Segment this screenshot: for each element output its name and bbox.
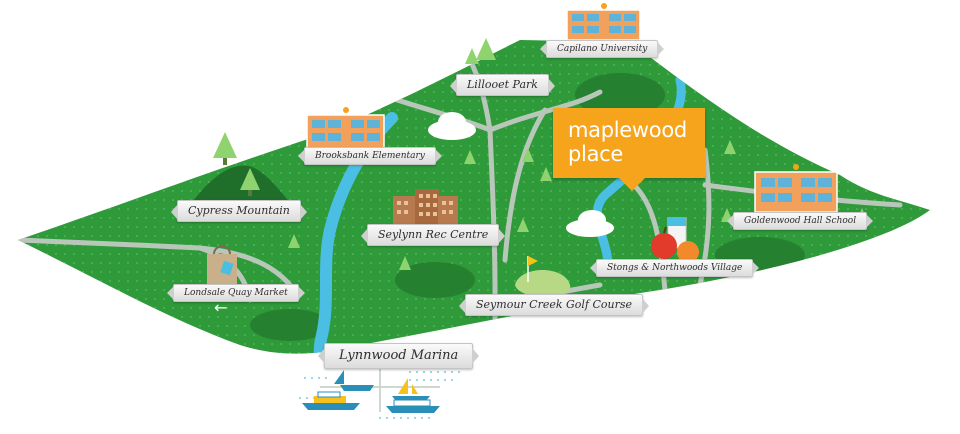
label-lonsdale-quay-market[interactable]: Londsale Quay Market [167,284,305,302]
ferry-icon [386,399,440,413]
ferry-icon [302,391,360,410]
label-lillooet-park[interactable]: Lillooet Park [450,74,555,96]
hill-shape [250,309,330,341]
hill-shape [575,73,665,117]
label-strongs-northwoods-village[interactable]: Stongs & Northwoods Village [589,259,760,277]
school-building-icon [566,3,641,41]
hill-shape [395,262,475,298]
school-building-icon [754,164,838,213]
mountain-icon [190,165,292,205]
label-cypress-mountain[interactable]: Cypress Mountain [171,200,307,222]
maplewood-place-callout[interactable]: maplewood place [553,108,705,191]
sailboat-icon [392,378,430,402]
label-seymour-creek-golf-course[interactable]: Seymour Creek Golf Course [458,294,650,316]
label-seylynn-rec-centre[interactable]: Seylynn Rec Centre [360,224,506,246]
label-brooksbank-elementary[interactable]: Brooksbank Elementary [298,147,442,165]
callout-line-1: maplewood [568,118,687,142]
school-building-icon [306,107,385,150]
left-arrow-icon: ← [214,298,228,317]
label-goldenwood-hall-school[interactable]: Goldenwood Hall School [726,212,874,230]
callout-line-2: place [568,142,623,166]
cloud-icon [428,112,614,237]
label-lynnwood-marina[interactable]: Lynnwood Marina [317,343,480,369]
shopping-bag-icon [207,245,237,286]
grocery-icon [651,217,699,263]
rec-centre-building-icon [393,189,458,224]
label-capilano-university[interactable]: Capilano University [539,40,665,58]
sailboat-icon [334,370,374,391]
golf-flag-icon [515,256,571,298]
